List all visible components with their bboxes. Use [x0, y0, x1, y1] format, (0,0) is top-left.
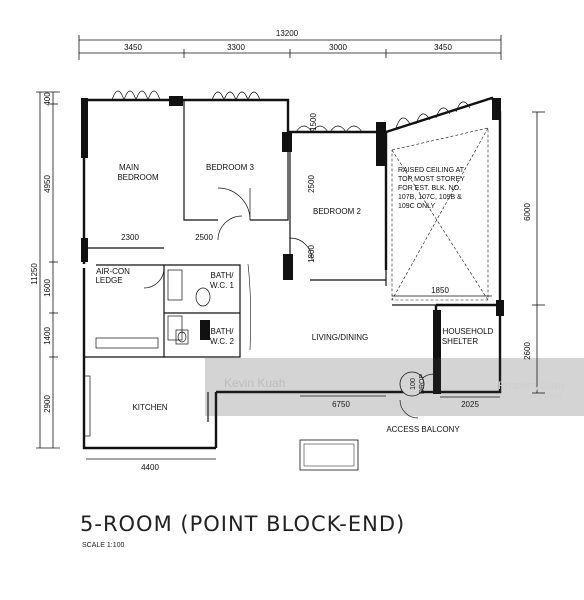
- dim-left-overall: 11250: [30, 263, 39, 285]
- note-line-1: RAISED CEILING AT: [398, 167, 465, 174]
- note-line-2: TOP MOST STOREY: [398, 176, 465, 183]
- watermark-brand: PropertyGuru: [498, 380, 565, 392]
- dim-top-4: 3450: [434, 43, 452, 52]
- room-aircon-line2: LEDGE: [95, 276, 122, 285]
- room-main-bedroom-line2: BEDROOM: [117, 173, 159, 182]
- dim-4400: 4400: [141, 463, 159, 472]
- note-line-3: FOR EST. BLK. NO.: [398, 185, 461, 192]
- dim-overall-width: 13200: [276, 29, 299, 38]
- dim-left-5: 2900: [43, 395, 52, 413]
- dim-1850: 1850: [431, 286, 449, 295]
- dim-top-3: 3000: [329, 43, 347, 52]
- watermark-domain: guru.com.sg: [528, 394, 562, 400]
- dim-left-4: 1400: [43, 327, 52, 345]
- room-bath1-line1: BATH/: [211, 271, 235, 280]
- room-bedroom-2: BEDROOM 2: [313, 207, 362, 216]
- room-bedroom-3: BEDROOM 3: [206, 163, 255, 172]
- dim-right-2: 2600: [523, 342, 532, 360]
- dim-1800: 1800: [307, 245, 316, 263]
- room-main-bedroom-line1: MAIN: [119, 163, 139, 172]
- refuse-chute-line2: DROP: [419, 374, 426, 395]
- dim-2500-a: 2500: [195, 233, 213, 242]
- plan-scale: SCALE 1:100: [82, 542, 125, 549]
- dim-left-3: 1600: [43, 279, 52, 297]
- room-living-dining: LIVING/DINING: [312, 333, 368, 342]
- watermark-agent: Kevin Kuah: [224, 376, 286, 390]
- note-line-5: 109C ONLY: [398, 203, 436, 210]
- dim-6750: 6750: [332, 400, 350, 409]
- dim-top-2: 3300: [227, 43, 245, 52]
- refuse-chute-line1: 100: [410, 378, 417, 390]
- dim-left-2: 4950: [43, 175, 52, 193]
- watermark-band: [205, 358, 584, 416]
- room-shelter-line1: HOUSEHOLD: [443, 327, 494, 336]
- room-aircon-line1: AIR-CON: [96, 267, 130, 276]
- plan-title: 5-ROOM (POINT BLOCK-END): [80, 512, 406, 536]
- dim-top-1: 3450: [124, 43, 142, 52]
- dim-2025: 2025: [461, 400, 479, 409]
- room-bath2-line2: W.C. 2: [210, 337, 235, 346]
- note-line-4: 107B, 107C, 109B &: [398, 194, 462, 201]
- room-access-balcony: ACCESS BALCONY: [386, 425, 460, 434]
- dim-2300: 2300: [121, 233, 139, 242]
- room-kitchen: KITCHEN: [132, 403, 167, 412]
- dim-1500: 1500: [309, 113, 318, 131]
- dim-left-1: 400: [43, 92, 52, 106]
- dim-2500-b: 2500: [307, 175, 316, 193]
- room-bath1-line2: W.C. 1: [210, 281, 235, 290]
- room-bath2-line1: BATH/: [211, 327, 235, 336]
- room-shelter-line2: SHELTER: [442, 337, 479, 346]
- dim-right-1: 6000: [523, 203, 532, 221]
